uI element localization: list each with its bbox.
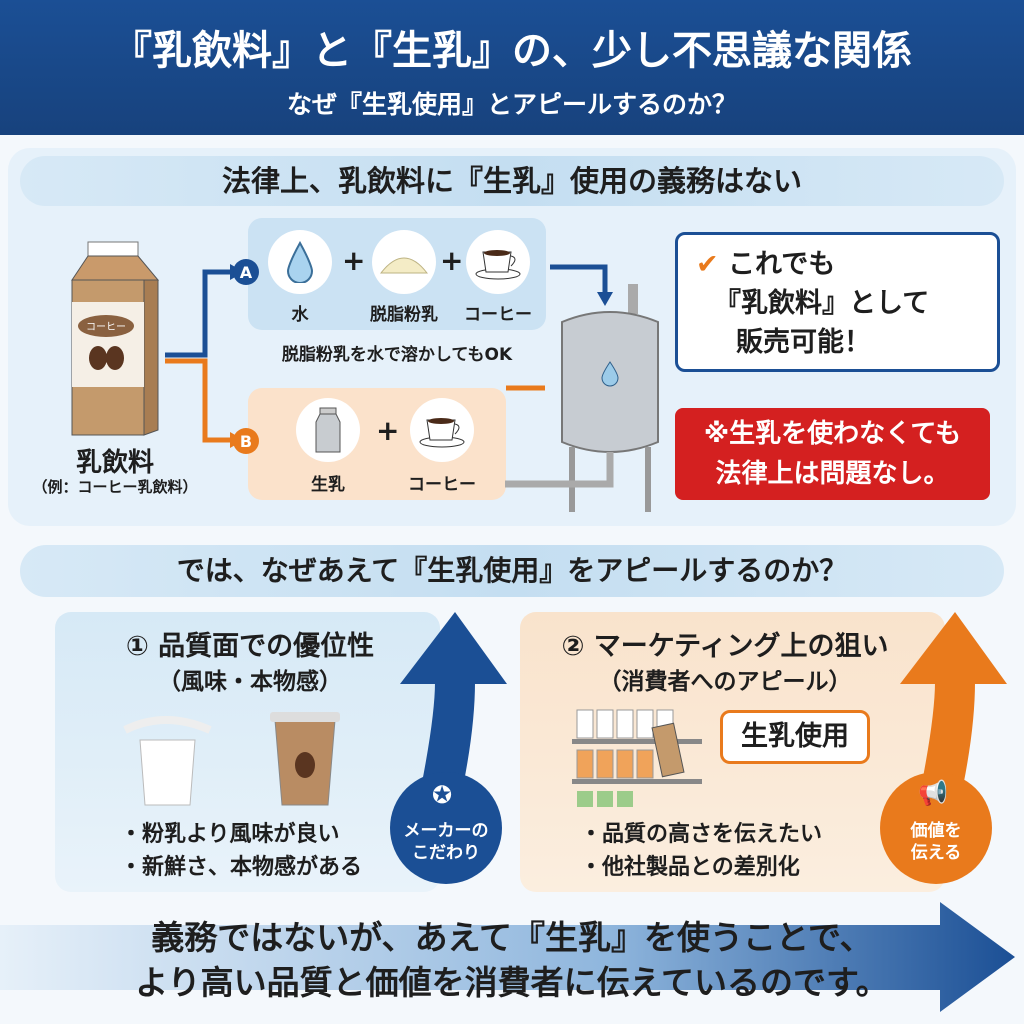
product-example: （例：コーヒー乳飲料） — [32, 478, 198, 496]
award-ribbon-icon: ✪ — [432, 781, 453, 809]
mixing-tank-icon — [505, 264, 659, 512]
raw-milk-bubble: 生乳使用 — [720, 710, 870, 764]
quality-card-subtitle: （風味・本物感） — [158, 669, 342, 695]
callout-box: ✔ これでも 『乳飲料』として 販売可能！ — [675, 232, 1000, 372]
milk-and-coffee-icon — [123, 712, 340, 806]
store-shelf-icon — [572, 709, 702, 807]
conclusion-line: より高い品質と価値を消費者に伝えているのです。 — [135, 963, 889, 1002]
plus-sign: + — [376, 414, 400, 447]
ingredient-label: 生乳 — [311, 475, 345, 495]
powder-milk-icon — [372, 230, 436, 294]
page-subtitle: なぜ『生乳使用』とアピールするのか？ — [286, 90, 737, 119]
marketing-card-subtitle: （消費者へのアピール） — [598, 669, 852, 695]
quality-card-title: ① 品質面での優位性 — [125, 631, 375, 662]
warning-line: 法律上は問題なし。 — [715, 459, 950, 489]
maker-commitment-badge: ✪ メーカーの こだわり — [390, 772, 502, 884]
page-title: 『乳飲料』と『生乳』の、少し不思議な関係 — [112, 28, 912, 74]
bullet-item: ・粉乳より風味が良い — [120, 822, 340, 847]
warning-box: ※生乳を使わなくても 法律上は問題なし。 — [675, 408, 990, 500]
megaphone-icon: 📢 — [918, 779, 948, 807]
convey-value-badge: 📢 価値を 伝える — [880, 772, 992, 884]
coffee-cup-icon — [410, 398, 474, 462]
route-b-badge: B — [233, 428, 259, 454]
plus-sign: + — [342, 244, 366, 277]
ingredient-label: コーヒー — [408, 475, 476, 495]
quality-card — [55, 612, 440, 892]
warning-line: ※生乳を使わなくても — [703, 419, 962, 449]
ingredient-label: 脱脂粉乳 — [370, 305, 438, 325]
badge-line: こだわり — [412, 843, 480, 863]
milk-can-icon — [296, 398, 360, 462]
callout-line: 販売可能！ — [736, 327, 871, 358]
bullet-item: ・他社製品との差別化 — [580, 855, 800, 880]
bullet-item: ・新鮮さ、本物感がある — [120, 855, 363, 880]
ingredient-label: コーヒー — [464, 305, 532, 325]
quality-bullets: ・粉乳より風味が良い ・新鮮さ、本物感がある — [120, 818, 362, 884]
conclusion-text: 義務ではないが、あえて『生乳』を使うことで、 より高い品質と価値を消費者に伝えて… — [0, 915, 1024, 1005]
badge-line: メーカーの — [403, 821, 489, 841]
milk-carton-icon: コーヒー — [71, 241, 160, 436]
reason-heading: では、なぜあえて『生乳使用』をアピールするのか？ — [20, 545, 1004, 597]
plus-sign: + — [440, 244, 464, 277]
water-drop-icon — [268, 230, 332, 294]
product-label: 乳飲料 — [75, 448, 154, 478]
conclusion-line: 義務ではないが、あえて『生乳』を使うことで、 — [151, 918, 873, 957]
badge-line: 価値を — [910, 821, 962, 841]
check-icon: ✔ — [696, 249, 719, 280]
legal-heading: 法律上、乳飲料に『生乳』使用の義務はない — [20, 156, 1004, 206]
marketing-bullets: ・品質の高さを伝えたい ・他社製品との差別化 — [580, 818, 822, 884]
bullet-item: ・品質の高さを伝えたい — [580, 822, 823, 847]
badge-line: 伝える — [910, 843, 962, 863]
carton-label: コーヒー — [86, 321, 126, 333]
route-a-badge: A — [233, 259, 259, 285]
callout-line: これでも — [728, 249, 836, 280]
coffee-cup-icon — [466, 230, 530, 294]
marketing-card-title: ② マーケティング上の狙い — [561, 631, 889, 662]
header-banner — [0, 0, 1024, 135]
callout-line: 『乳飲料』として — [714, 288, 930, 319]
route-a-note: 脱脂粉乳を水で溶かしてもOK — [281, 345, 513, 365]
conclusion-arrow-icon — [0, 902, 1015, 1012]
ingredient-label: 水 — [291, 305, 309, 325]
